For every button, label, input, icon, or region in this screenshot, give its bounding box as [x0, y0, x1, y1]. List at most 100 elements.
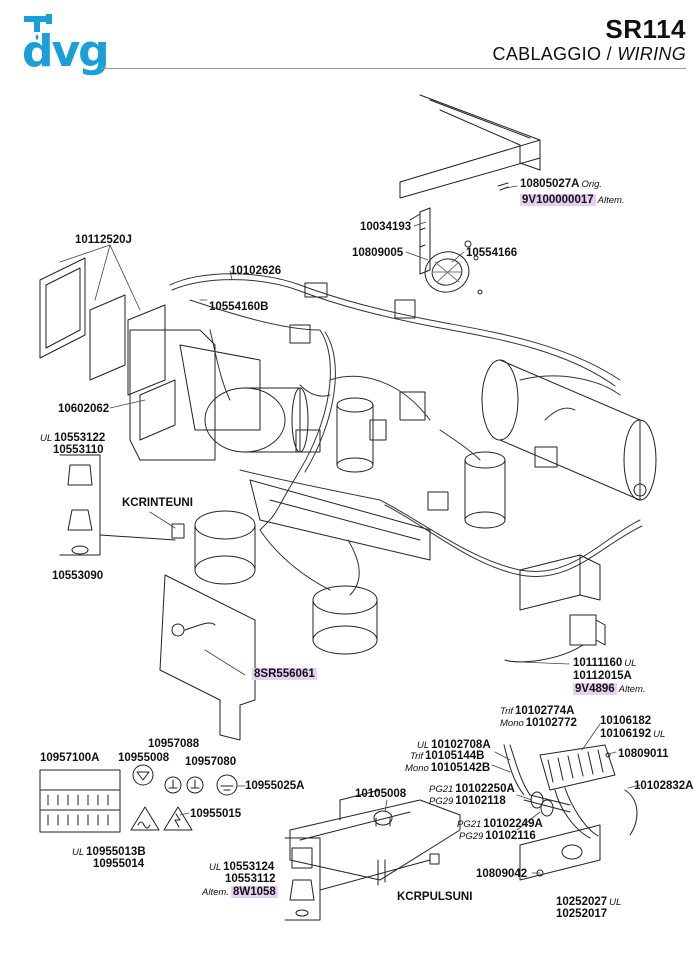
faucet-icon [24, 14, 52, 40]
part-number: 10106192 [600, 728, 652, 740]
drawing-title: CABLAGGIO / WIRING [493, 44, 686, 65]
part-number-highlight: 8W1058 [230, 886, 278, 898]
label-altem: Altem. [202, 887, 229, 898]
part-number: 10102772 [525, 717, 577, 729]
screw [497, 182, 509, 191]
label-ul: UL [609, 897, 622, 908]
terminal-label-plate [39, 769, 121, 833]
label-trif: Trif [500, 706, 514, 717]
label-ul: UL [72, 847, 85, 858]
rear-junction-box [519, 554, 601, 611]
label-10554160B: 10554160B [209, 301, 269, 313]
part-number-highlight: 9V4896 [573, 683, 617, 695]
part-number: 10252027 [556, 896, 608, 908]
group-head-left [194, 510, 256, 585]
label-trif: Trif [410, 751, 424, 762]
heater-element-2 [464, 451, 506, 529]
label-10553112: 10553112 [225, 873, 276, 885]
part-number: 10102774A [515, 705, 575, 717]
side-panel [159, 574, 256, 741]
label-10809005: 10809005 [352, 247, 404, 259]
label-10955015: 10955015 [190, 808, 242, 820]
label-10955025A: 10955025A [245, 780, 305, 792]
label-10809042: 10809042 [476, 868, 528, 880]
part-number: 10105144B [425, 750, 485, 762]
label-10955008: 10955008 [118, 752, 170, 764]
label-mono: Mono [500, 718, 524, 729]
label-pg29: PG29 [429, 796, 454, 807]
part-number: 10955013B [86, 846, 146, 858]
logo-wordmark: dvg [22, 26, 110, 77]
brand-logo [18, 12, 98, 82]
part-number: 10805027A [520, 178, 580, 190]
label-8SR556061: 8SR556061 [252, 668, 317, 681]
switch-detail-left [59, 454, 185, 556]
part-number: 10102249A [483, 818, 543, 830]
label-10106182: 10106182 [600, 715, 652, 727]
part-number: 10553124 [223, 861, 275, 873]
label-ul: UL [624, 658, 637, 669]
label-pg21: PG21 [429, 784, 454, 795]
label-10553090: 10553090 [52, 570, 104, 582]
mounting-bracket [409, 207, 431, 275]
disc-part [424, 240, 483, 295]
label-kcrpulsuni: KCRPULSUNI [397, 891, 473, 903]
label-10957088: 10957088 [148, 738, 200, 750]
label-10105008: 10105008 [355, 788, 407, 800]
label-ul: UL [653, 729, 666, 740]
group-head-right [312, 585, 378, 655]
drawing-code: SR114 [605, 14, 686, 44]
title-italian: CABLAGGIO [492, 44, 602, 64]
top-frame-bar [399, 94, 541, 199]
label-mono: Mono [405, 763, 429, 774]
terminal-block [503, 744, 638, 881]
part-number-highlight: 9V100000017 [520, 194, 596, 206]
part-number: 10111160 [573, 657, 623, 669]
valves [289, 282, 558, 511]
label-8W1058: Altem.8W1058 [202, 886, 278, 899]
part-number-highlight: 8SR556061 [252, 668, 317, 680]
label-10554166: 10554166 [466, 247, 518, 259]
label-altem: Altem. [618, 684, 646, 695]
warning-symbols [130, 764, 238, 831]
label-10809011: 10809011 [618, 748, 669, 760]
heater-element-1 [336, 397, 374, 473]
boiler-left [204, 387, 309, 453]
part-number: 10105142B [430, 762, 491, 774]
wiring-harness [169, 273, 643, 596]
title-english: WIRING [617, 44, 686, 64]
switch-detail-bottom [284, 837, 440, 921]
label-ul: UL [40, 433, 53, 444]
label-10553110: 10553110 [53, 444, 104, 456]
chassis-panels [129, 329, 431, 561]
label-10112520J: 10112520J [75, 234, 132, 246]
label-10955014: 10955014 [93, 858, 145, 870]
leader-lines [59, 185, 641, 874]
base-plate [289, 789, 461, 886]
part-number: 10102118 [455, 795, 506, 807]
label-10102832A: 10102832A [634, 780, 694, 792]
part-number: 10553122 [54, 432, 106, 444]
label-ul: UL [417, 740, 430, 751]
part-number: 10102250A [455, 783, 515, 795]
label-kcrinteuni: KCRINTEUNI [122, 497, 193, 509]
rotary-switch [504, 614, 606, 663]
label-ul: UL [209, 862, 222, 873]
